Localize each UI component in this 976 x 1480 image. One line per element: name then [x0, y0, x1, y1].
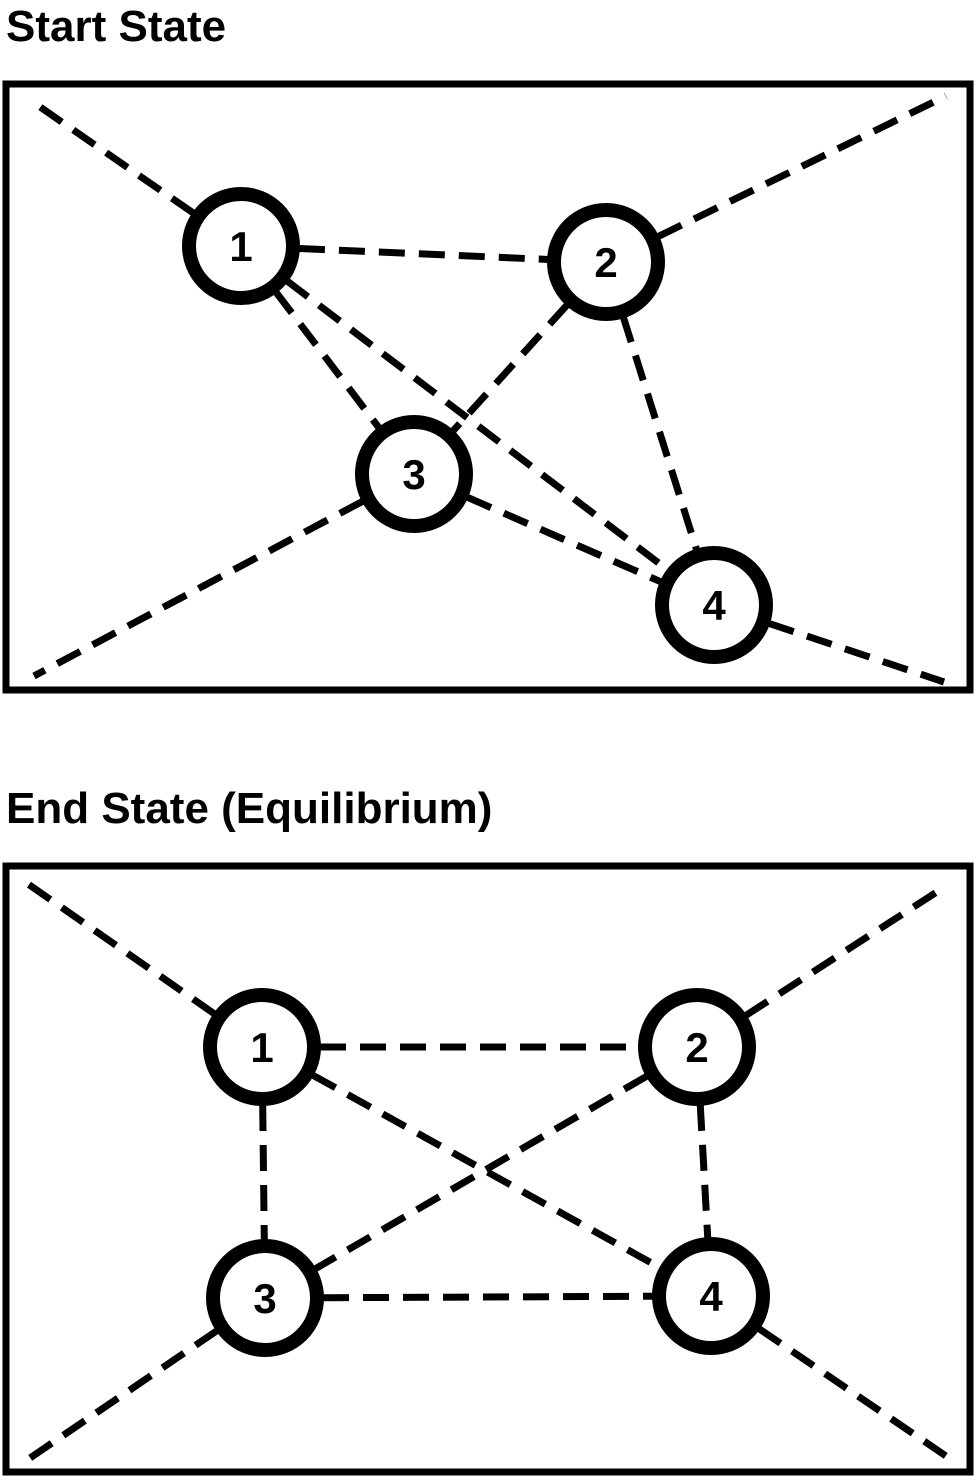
start-node-3-ring — [355, 415, 473, 533]
start-node-4-ring — [655, 546, 773, 664]
end-state-diagram: 1 2 3 4 — [2, 862, 974, 1476]
start-node-3-label: 3 — [402, 451, 425, 498]
end-edge-2-4 — [696, 1104, 712, 1239]
start-node-4-label: 4 — [702, 582, 726, 629]
start-edge-1-3 — [273, 290, 382, 430]
end-node-3-label: 3 — [253, 1275, 276, 1322]
end-node-1: 1 — [203, 988, 321, 1106]
start-node-2-ring — [547, 203, 665, 321]
end-node-2-ring — [638, 988, 756, 1106]
start-state-diagram: 1 2 3 4 — [2, 80, 974, 694]
start-node-2-label: 2 — [594, 239, 617, 286]
end-edge-3-corner-bottom-left — [28, 1327, 220, 1461]
start-node-1-label: 1 — [229, 223, 252, 270]
end-edge-1-corner-top-left — [25, 881, 217, 1017]
start-edge-1-2 — [298, 245, 549, 263]
start-state-title: Start State — [6, 2, 227, 51]
end-edge-4-corner-bottom-right — [756, 1325, 948, 1459]
end-edge-3-4 — [322, 1292, 654, 1302]
end-frame — [2, 862, 974, 1476]
start-edge-2-3 — [450, 302, 570, 434]
start-node-1: 1 — [182, 187, 300, 305]
start-node-4: 4 — [655, 546, 773, 664]
end-node-3: 3 — [206, 1239, 324, 1357]
end-node-4-label: 4 — [699, 1273, 723, 1320]
end-node-2-label: 2 — [685, 1024, 708, 1071]
end-edge-2-3 — [313, 1073, 649, 1272]
start-frame — [2, 80, 974, 694]
start-edge-4-corner-bottom-right — [767, 620, 946, 686]
end-node-4: 4 — [652, 1237, 770, 1355]
end-node-1-label: 1 — [250, 1024, 273, 1071]
start-edge-1-corner-top-left — [28, 97, 196, 216]
end-node-4-ring — [652, 1237, 770, 1355]
end-node-2: 2 — [638, 988, 756, 1106]
start-node-1-ring — [182, 187, 300, 305]
start-edge-3-4 — [465, 494, 663, 585]
end-edge-1-4 — [311, 1072, 662, 1271]
start-edge-1-4 — [285, 278, 670, 573]
end-node-3-ring — [206, 1239, 324, 1357]
start-node-3: 3 — [355, 415, 473, 533]
start-edge-2-corner-top-right — [656, 92, 948, 240]
start-node-2: 2 — [547, 203, 665, 321]
start-edge-3-corner-bottom-left — [32, 498, 365, 680]
end-node-1-ring — [203, 988, 321, 1106]
end-state-title: End State (Equilibrium) — [6, 784, 493, 833]
start-edge-2-4 — [620, 316, 700, 551]
end-edge-1-3 — [259, 1104, 268, 1241]
end-edge-2-corner-top-right — [743, 883, 948, 1019]
